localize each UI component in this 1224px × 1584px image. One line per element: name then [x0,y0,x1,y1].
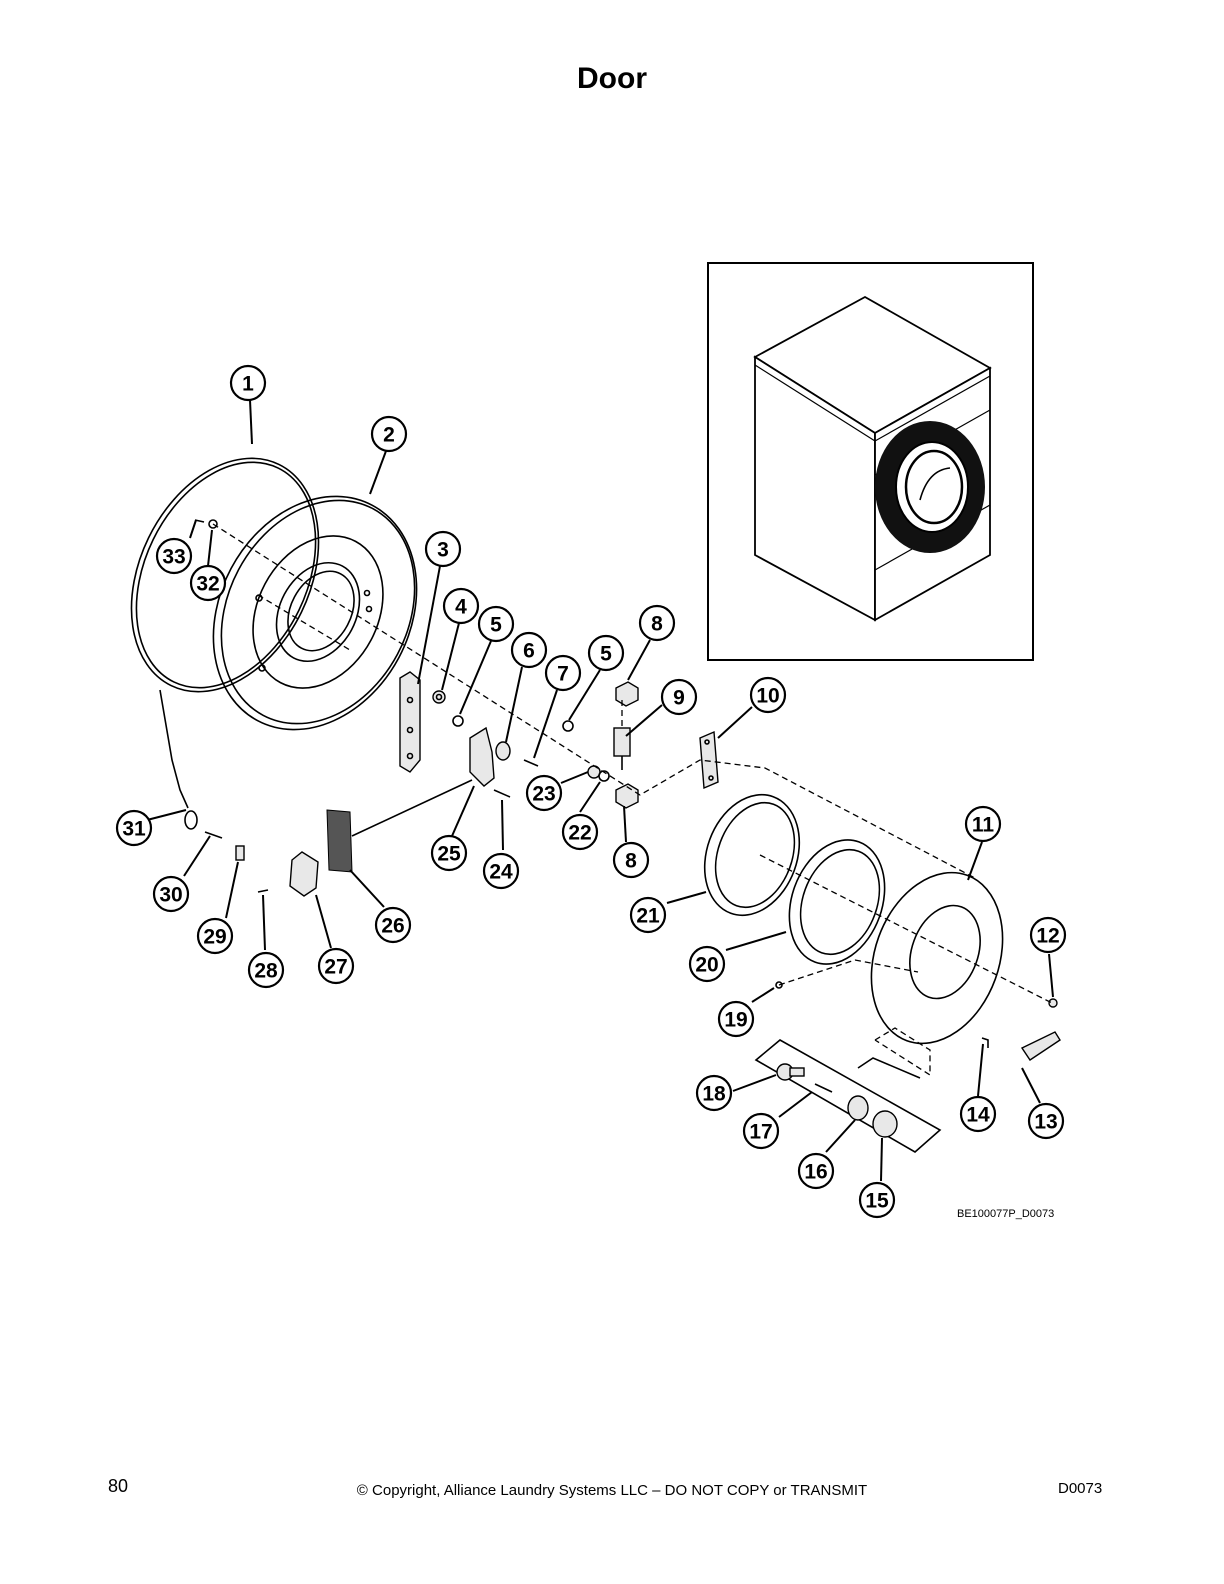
callout-8-bottom: 8 [612,841,650,879]
callout-19: 19 [717,1000,755,1038]
leader-lines [146,399,1054,1182]
svg-text:5: 5 [600,643,612,666]
part-1-gasket [130,457,320,693]
document-code: D0073 [1058,1480,1103,1497]
callout-2: 2 [370,415,408,453]
svg-text:3: 3 [437,539,449,562]
copyright-notice: © Copyright, Alliance Laundry Systems LL… [356,1482,868,1499]
svg-text:27: 27 [324,956,347,979]
hinge-hardware [432,681,639,809]
callout-26: 26 [374,906,412,944]
callout-10: 10 [749,676,787,714]
callout-22: 22 [561,813,599,851]
callout-12: 12 [1029,916,1067,954]
callout-8-top: 8 [638,604,676,642]
callout-15: 15 [858,1181,896,1219]
svg-text:17: 17 [749,1121,772,1144]
handle-detail-panel [754,1039,942,1153]
callout-21: 21 [629,896,667,934]
svg-text:20: 20 [695,954,718,977]
svg-text:31: 31 [122,818,146,841]
svg-text:10: 10 [756,685,779,708]
window-assembly [703,793,1061,1061]
machine-overview-inset [707,262,1034,661]
part-10-strike-plate [699,730,719,790]
callout-11: 11 [964,805,1002,843]
svg-text:21: 21 [636,905,660,928]
svg-text:5: 5 [490,614,502,637]
svg-text:29: 29 [203,926,226,949]
callout-5-right: 5 [587,634,625,672]
callout-17: 17 [742,1112,780,1150]
svg-text:24: 24 [489,861,513,884]
part-3-bracket [399,671,421,773]
svg-text:25: 25 [437,843,461,866]
svg-text:2: 2 [383,424,395,447]
callout-33: 33 [155,537,193,575]
svg-text:26: 26 [381,915,404,938]
svg-text:6: 6 [523,640,535,663]
callout-16: 16 [797,1152,835,1190]
page-number: 80 [108,1476,129,1496]
callout-5-left: 5 [477,605,515,643]
callout-18: 18 [695,1074,733,1112]
svg-text:19: 19 [724,1009,747,1032]
svg-text:16: 16 [804,1161,827,1184]
svg-text:23: 23 [532,783,555,806]
svg-text:28: 28 [254,960,278,983]
svg-text:18: 18 [702,1083,726,1106]
svg-text:33: 33 [162,546,185,569]
svg-text:14: 14 [966,1104,990,1127]
callout-28: 28 [247,951,285,989]
svg-text:32: 32 [196,573,219,596]
drawing-code: BE100077P_D0073 [957,1208,1054,1220]
svg-text:8: 8 [651,613,663,636]
svg-text:13: 13 [1034,1111,1057,1134]
callout-27: 27 [317,947,355,985]
latch-hardware [159,519,353,897]
callout-31: 31 [115,809,153,847]
callout-6: 6 [510,631,548,669]
svg-text:8: 8 [625,850,637,873]
callout-32: 32 [189,564,227,602]
assembly-centerlines [212,523,1053,1077]
callout-13: 13 [1027,1102,1065,1140]
callout-14: 14 [959,1095,997,1133]
svg-text:11: 11 [972,814,995,837]
callout-24: 24 [482,852,520,890]
callout-20: 20 [688,945,726,983]
svg-text:22: 22 [568,822,591,845]
callout-30: 30 [152,875,190,913]
svg-text:4: 4 [455,596,467,619]
svg-text:7: 7 [557,663,569,686]
svg-text:12: 12 [1036,925,1059,948]
callout-3: 3 [424,530,462,568]
callout-23: 23 [525,774,563,812]
svg-text:1: 1 [242,373,254,396]
callout-1: 1 [229,364,267,402]
callout-29: 29 [196,917,234,955]
svg-text:30: 30 [159,884,182,907]
callout-25: 25 [430,834,468,872]
callout-7: 7 [544,654,582,692]
part-2-door-panel [212,495,418,731]
svg-text:9: 9 [673,687,685,710]
page-title: Door [577,62,647,95]
callout-9: 9 [660,678,698,716]
svg-text:15: 15 [865,1190,889,1213]
callout-4: 4 [442,587,480,625]
